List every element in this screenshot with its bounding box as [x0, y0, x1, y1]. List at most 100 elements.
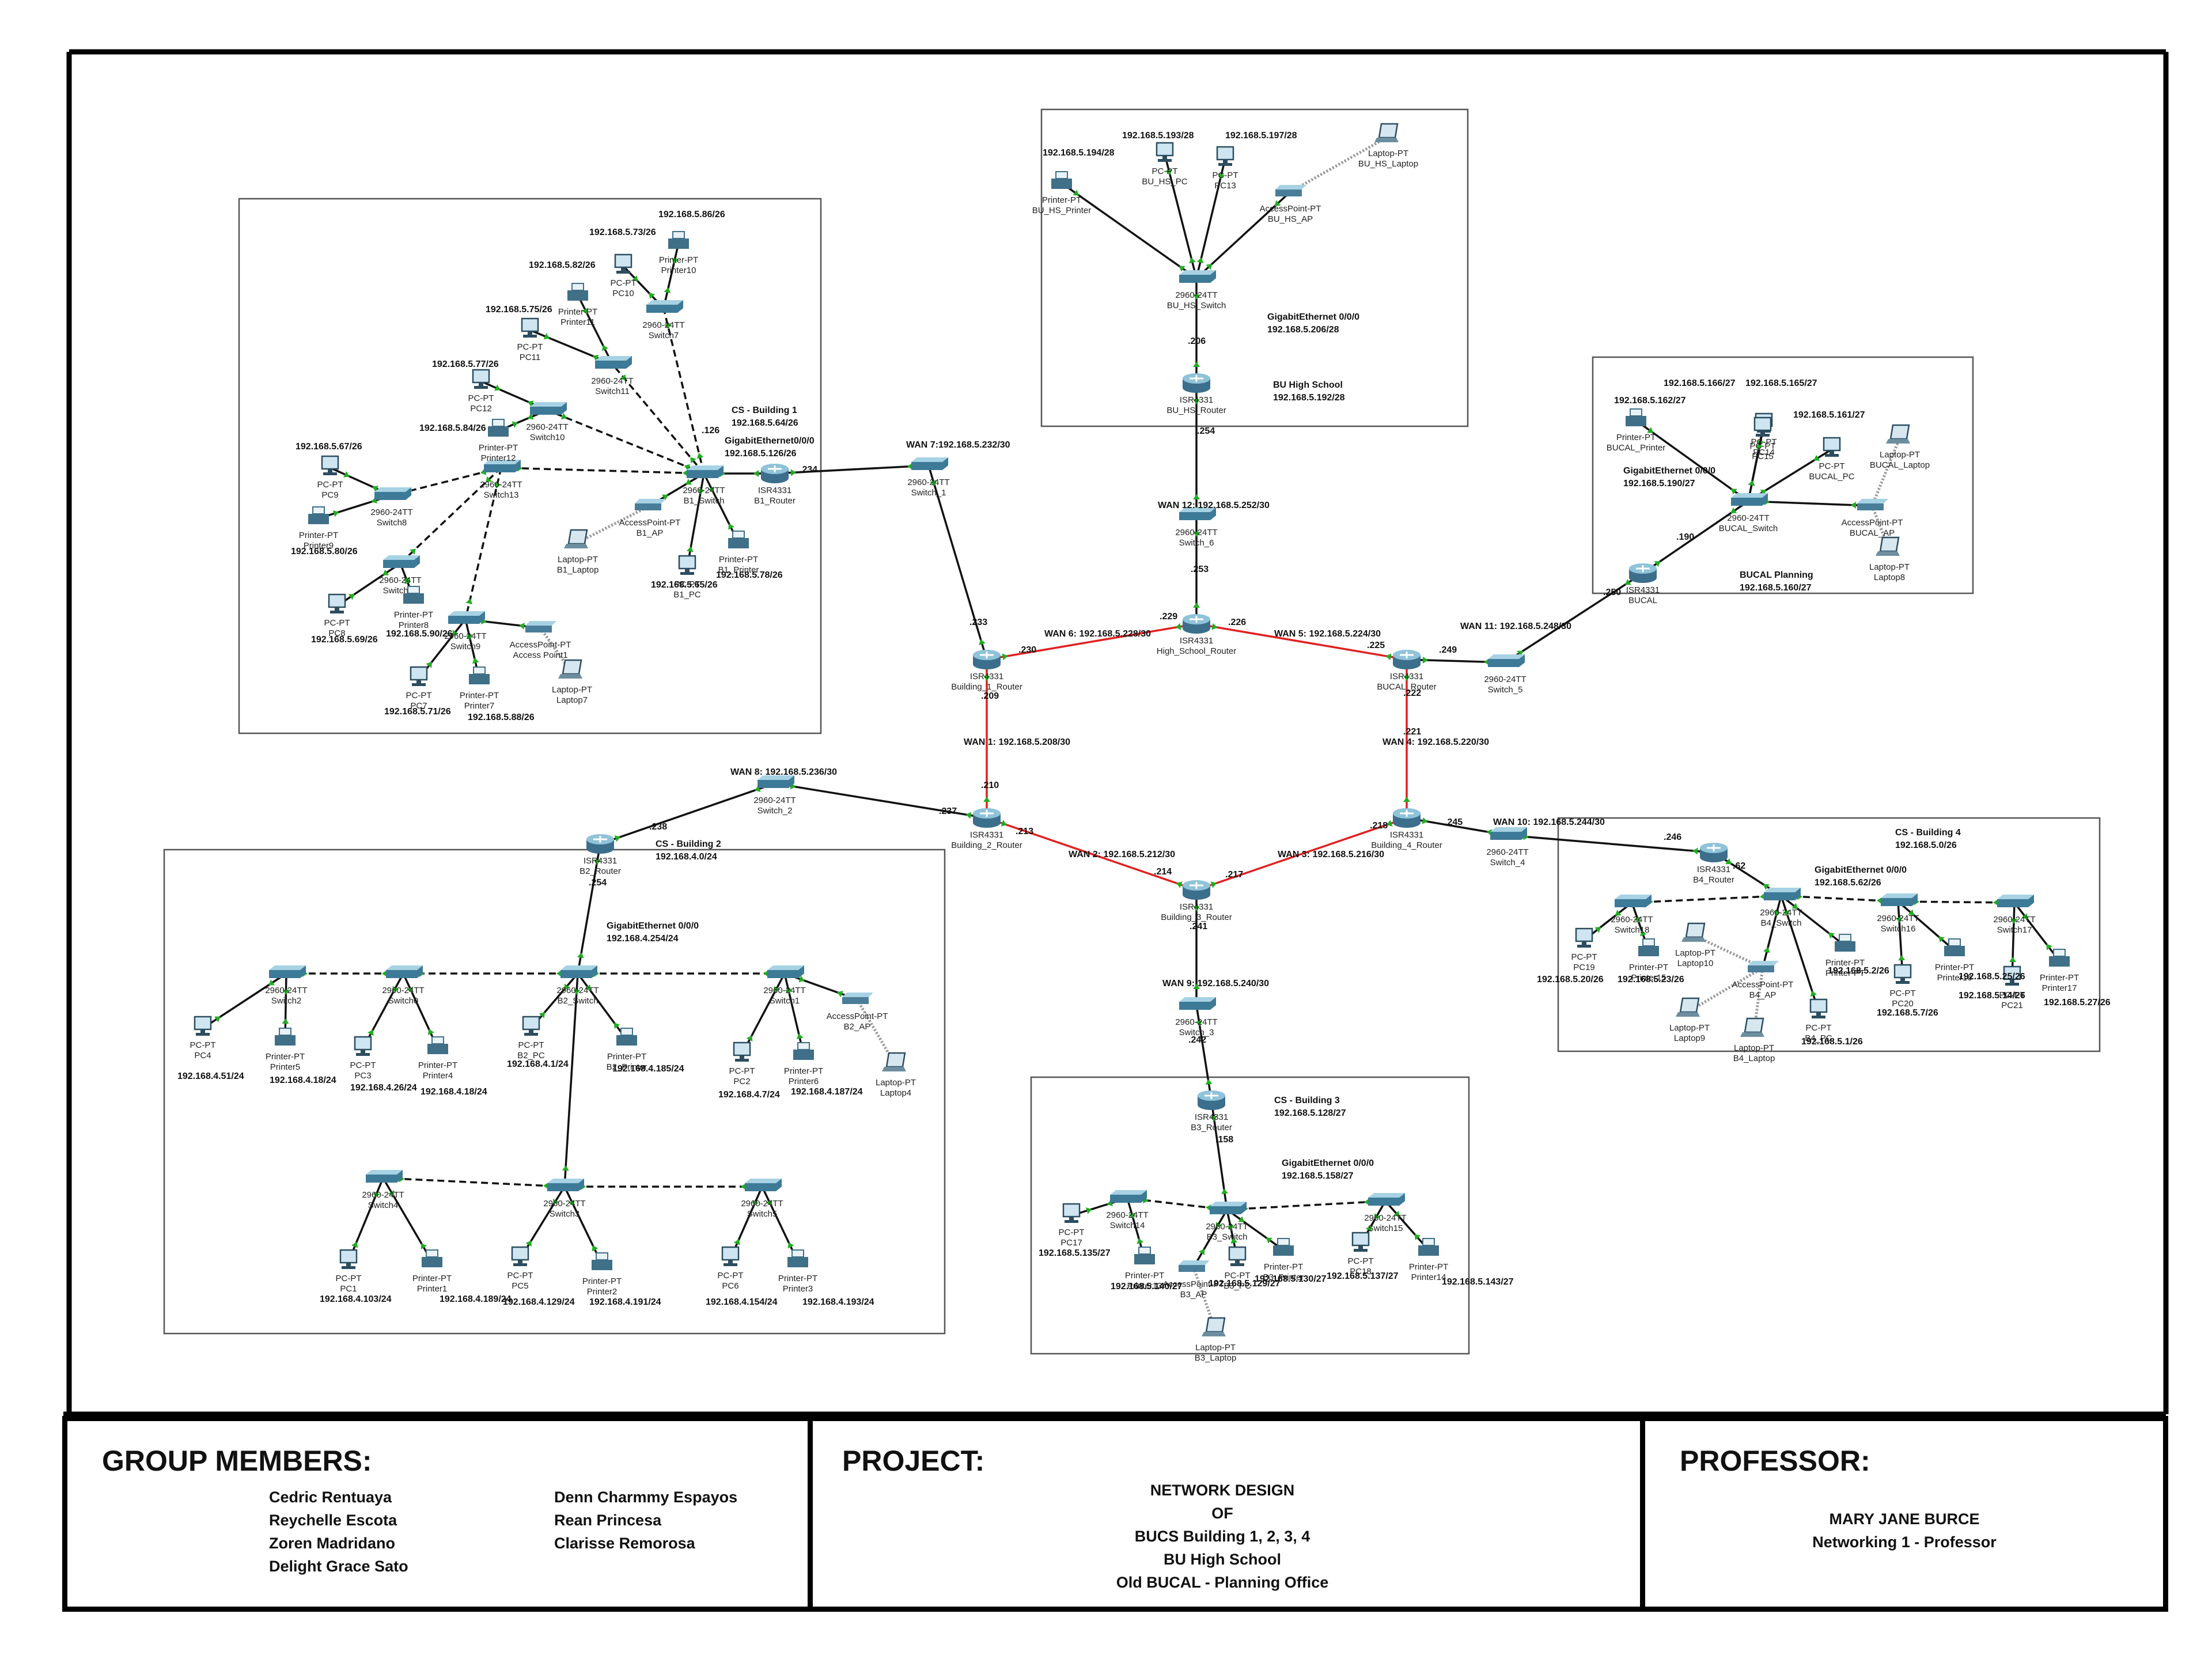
switch-b3-switch[interactable]: 2960-24TTB3_Switch: [1206, 1202, 1248, 1242]
printer-printer2[interactable]: Printer-PTPrinter2: [582, 1252, 622, 1297]
pc-pc21[interactable]: PC-PTPC21: [1999, 965, 2025, 1010]
pc-b4-pc[interactable]: PC-PTB4_PC: [1805, 998, 1832, 1043]
switch-switch0[interactable]: 2960-24TTSwitch0: [382, 965, 425, 1006]
pc-pc20[interactable]: PC-PTPC20: [1890, 964, 1916, 1009]
pc-pc3[interactable]: PC-PTPC3: [350, 1036, 376, 1081]
ap-b2-ap[interactable]: AccessPoint-PTB2_AP: [827, 993, 888, 1032]
printer-bu-hs-printer[interactable]: Printer-PTBU_HS_Printer: [1032, 171, 1092, 215]
printer-printer15[interactable]: Printer-PTPrinter15: [1629, 938, 1668, 983]
printer-printer17[interactable]: Printer-PTPrinter17: [2040, 949, 2079, 993]
router-b1-router[interactable]: ISR4331B1_Router: [754, 464, 796, 506]
ap-b3-ap[interactable]: AccessPoint-PTB3_AP: [1163, 1260, 1225, 1300]
printer-printer5[interactable]: Printer-PTPrinter5: [266, 1028, 305, 1072]
pc-pc8[interactable]: PC-PTPC8: [324, 593, 350, 638]
printer-printer14[interactable]: Printer-PTPrinter14: [1409, 1238, 1448, 1282]
switch-bu-hs-switch[interactable]: 2960-24TTBU_HS_Switch: [1167, 270, 1226, 310]
switch-switch2[interactable]: 2960-24TTSwitch2: [265, 965, 308, 1006]
switch-switch7[interactable]: 2960-24TTSwitch7: [642, 300, 685, 340]
router-b4-router[interactable]: ISR4331B4_Router: [1693, 843, 1734, 885]
pc-bucal-pc[interactable]: PC-PTBUCAL_PC: [1809, 437, 1855, 482]
pc-pc6[interactable]: PC-PTPC6: [718, 1246, 744, 1291]
printer-printer9[interactable]: Printer-PTPrinter9: [299, 506, 338, 551]
laptop-b3-laptop[interactable]: Laptop-PTB3_Laptop: [1195, 1317, 1237, 1363]
ap-b4-ap[interactable]: AccessPoint-PTB4_AP: [1732, 961, 1794, 1000]
switch-switch18[interactable]: 2960-24TTSwitch18: [1611, 895, 1653, 935]
ap-bucal-ap[interactable]: AccessPoint-PTBUCAL_AP: [1842, 499, 1903, 538]
laptop-bucal-laptop[interactable]: Laptop-PTBUCAL_Laptop: [1870, 424, 1930, 470]
printer-b1-printer[interactable]: Printer-PTB1_Printer: [718, 531, 759, 575]
router-bucal-router[interactable]: ISR4331BUCAL_Router: [1377, 650, 1437, 692]
pc-pc9[interactable]: PC-PTPC9: [317, 455, 343, 500]
printer-printer3[interactable]: Printer-PTPrinter3: [778, 1249, 817, 1294]
laptop-b4-laptop[interactable]: Laptop-PTB4_Laptop: [1733, 1017, 1775, 1063]
laptop-laptop9[interactable]: Laptop-PTLaptop9: [1669, 997, 1710, 1043]
pc-pc19[interactable]: PC-PTPC19: [1571, 927, 1597, 972]
pc-pc13[interactable]: PC-PTPC13: [1213, 146, 1238, 191]
printer-bucal-printer[interactable]: Printer-PTBUCAL_Printer: [1607, 408, 1666, 453]
pc-b1-pc[interactable]: PC-PTB1_PC: [673, 555, 701, 600]
router-building-3-router[interactable]: ISR4331Building_3_Router: [1161, 880, 1232, 922]
ap-access-point1[interactable]: AccessPoint-PTAccess Point1: [510, 621, 571, 660]
switch-switch4[interactable]: 2960-24TTSwitch4: [362, 1170, 404, 1210]
switch-switch5[interactable]: 2960-24TTSwitch5: [741, 1179, 783, 1219]
router-b3-router[interactable]: ISR4331B3_Router: [1191, 1090, 1232, 1132]
switch-switch13[interactable]: 2960-24TTSwitch13: [480, 460, 522, 500]
pc-pc17[interactable]: PC-PTPC17: [1059, 1203, 1085, 1248]
printer-printer6[interactable]: Printer-PTPrinter6: [784, 1042, 823, 1086]
router-high-school-router[interactable]: ISR4331High_School_Router: [1157, 614, 1236, 656]
switch-switch-2[interactable]: 2960-24TTSwitch_2: [753, 775, 796, 816]
switch-switch3[interactable]: 2960-24TTSwitch3: [543, 1179, 586, 1219]
ap-bu-hs-ap[interactable]: AccessPoint-PTBU_HS_AP: [1260, 185, 1321, 224]
pc-pc2[interactable]: PC-PTPC2: [729, 1041, 755, 1086]
pc-pc15[interactable]: PC-PTPC15: [1750, 416, 1776, 461]
switch-switch-5[interactable]: 2960-24TTSwitch_5: [1484, 654, 1527, 695]
printer-printer4[interactable]: Printer-PTPrinter4: [418, 1036, 457, 1081]
pc-pc5[interactable]: PC-PTPC5: [507, 1246, 533, 1291]
switch-switch8[interactable]: 2960-24TTSwitch8: [370, 487, 413, 528]
printer-printer1[interactable]: Printer-PTPrinter1: [412, 1249, 452, 1294]
switch-b1-switch[interactable]: 2960-24TTB1_Switch: [683, 465, 725, 506]
router-bucal[interactable]: ISR4331BUCAL: [1626, 563, 1660, 605]
pc-pc18[interactable]: PC-PTPC18: [1348, 1232, 1374, 1277]
pc-pc1[interactable]: PC-PTPC1: [336, 1249, 362, 1294]
switch-switch15[interactable]: 2960-24TTSwitch15: [1364, 1193, 1407, 1233]
pc-b2-pc[interactable]: PC-PTB2_PC: [517, 1016, 545, 1060]
laptop-laptop7[interactable]: Laptop-PTLaptop7: [552, 659, 592, 705]
pc-b3-pc[interactable]: PC-PTB3_PC: [1224, 1246, 1251, 1291]
pc-bu-hs-pc[interactable]: PC-PTBU_HS_PC: [1142, 142, 1188, 187]
pc-pc10[interactable]: PC-PTPC10: [611, 253, 637, 298]
switch-switch-6[interactable]: 2960-24TTSwitch_6: [1175, 507, 1218, 548]
switch-switch-3[interactable]: 2960-24TTSwitch_3: [1175, 997, 1218, 1037]
switch-switch17[interactable]: 2960-24TTSwitch17: [1993, 895, 2036, 935]
switch-bucal-switch[interactable]: 2960-24TTBUCAL_Switch: [1719, 493, 1778, 533]
router-b2-router[interactable]: ISR4331B2_Router: [579, 834, 621, 876]
switch-switch11[interactable]: 2960-24TTSwitch11: [591, 356, 634, 396]
router-building-4-router[interactable]: ISR4331Building_4_Router: [1371, 808, 1442, 850]
laptop-b1-laptop[interactable]: Laptop-PTB1_Laptop: [557, 529, 599, 575]
switch-switch-1[interactable]: 2960-24TTSwitch_1: [907, 457, 950, 498]
switch-b4-switch[interactable]: 2960-24TTB4_Switch: [1760, 888, 1802, 928]
switch-switch16[interactable]: 2960-24TTSwitch16: [1877, 893, 1919, 934]
switch-switch14[interactable]: 2960-24TTSwitch14: [1106, 1190, 1149, 1230]
laptop-laptop4[interactable]: Laptop-PTLaptop4: [876, 1052, 916, 1098]
laptop-bu-hs-laptop[interactable]: Laptop-PTBU_HS_Laptop: [1358, 123, 1418, 169]
printer-printer16[interactable]: Printer-PTPrinter16: [1935, 938, 1974, 983]
laptop-laptop10[interactable]: Laptop-PTLaptop10: [1675, 922, 1715, 968]
router-building-1-router[interactable]: ISR4331Building_1_Router: [951, 650, 1022, 692]
laptop-laptop8[interactable]: Laptop-PTLaptop8: [1869, 536, 1910, 582]
switch-switch9[interactable]: 2960-24TTSwitch9: [444, 611, 487, 652]
printer-printer10[interactable]: Printer-PTPrinter10: [659, 231, 698, 275]
switch-switch10[interactable]: 2960-24TTSwitch10: [526, 402, 569, 442]
pc-pc11[interactable]: PC-PTPC11: [517, 317, 543, 362]
printer-printer8[interactable]: Printer-PTPrinter8: [394, 586, 433, 630]
router-building-2-router[interactable]: ISR4331Building_2_Router: [951, 808, 1022, 850]
router-bu-hs-router[interactable]: ISR4331BU_HS_Router: [1166, 373, 1226, 415]
printer-printer-pt[interactable]: Printer-PTPrinter-PT: [1825, 934, 1865, 978]
pc-pc12[interactable]: PC-PTPC12: [468, 369, 494, 414]
printer-b2-printer[interactable]: Printer-PTB2_Printer: [607, 1028, 647, 1072]
ap-b1-ap[interactable]: AccessPoint-PTB1_AP: [619, 499, 681, 538]
printer-printer11[interactable]: Printer-PTPrinter11: [558, 283, 597, 327]
switch-b2-switch[interactable]: 2960-24TTB2_Switch: [556, 965, 599, 1006]
pc-pc7[interactable]: PC-PTPC7: [406, 666, 432, 711]
printer-printer13[interactable]: Printer-PTPrinter13: [1125, 1247, 1164, 1291]
